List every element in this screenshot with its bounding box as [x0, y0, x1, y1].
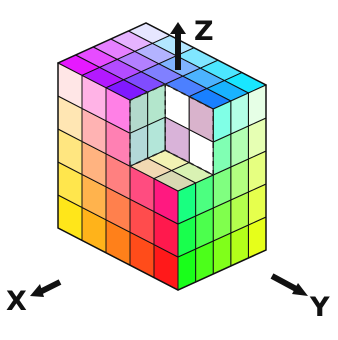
- axes: Z X Y: [6, 16, 330, 323]
- cutout-floor-cell: [152, 170, 197, 192]
- x-axis-label: X: [6, 286, 27, 317]
- hidden-edge-left: [129, 149, 166, 167]
- hidden-edge-top-right: [164, 83, 214, 110]
- y-axis-label: Y: [309, 292, 330, 323]
- cube-outline: [57, 22, 267, 291]
- cube-body: [56, 22, 268, 291]
- cube-faces: [56, 22, 268, 291]
- hidden-edges-dashed: [129, 83, 214, 176]
- y-axis-arrowhead: [292, 283, 308, 296]
- z-axis-arrowhead: [170, 22, 186, 34]
- x-axis-arrowhead: [30, 284, 44, 297]
- hidden-edge-right: [164, 149, 214, 176]
- z-axis-label: Z: [194, 16, 214, 47]
- cube-grid-lines: [57, 22, 267, 291]
- hidden-edge-top-left: [129, 83, 166, 101]
- y-axis-arrow: [270, 273, 300, 293]
